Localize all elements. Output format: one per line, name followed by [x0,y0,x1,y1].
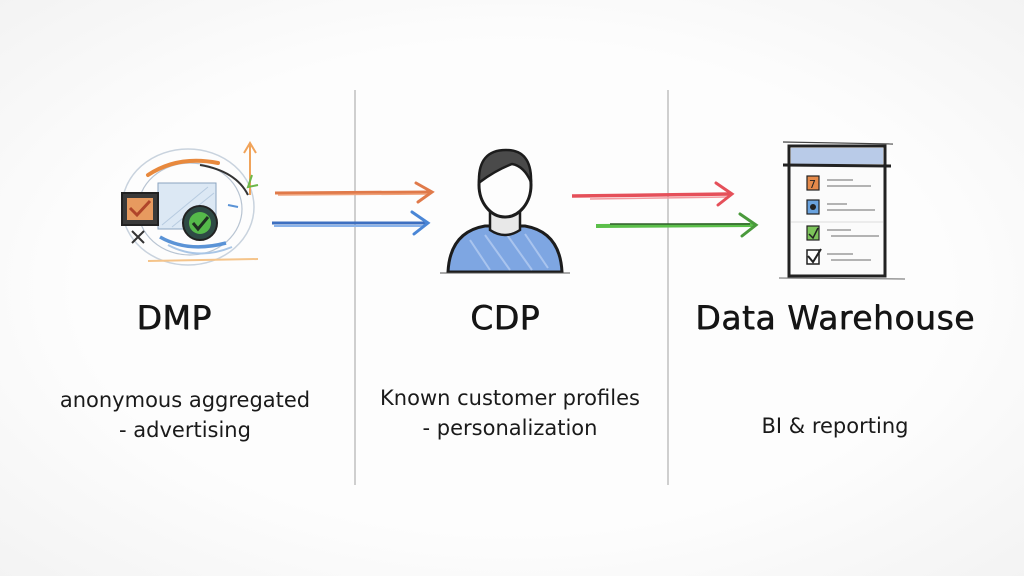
warehouse-description: BI & reporting [700,411,970,441]
arrow-cdp-to-warehouse [571,181,759,238]
blue-arrow [272,210,431,236]
orange-arrow [274,181,435,204]
cdp-description: Known customer profiles - personalizatio… [360,383,660,443]
person-profile-icon [440,148,570,274]
cdp-description-line-1: Known customer profiles [380,386,640,410]
dmp-title: DMP [136,298,212,337]
dmp-description-line-1: anonymous aggregated [59,388,311,412]
dmp-description: anonymous aggregated - advertising [40,385,330,445]
cdp-description-line-2: - personalization [422,416,598,440]
red-arrow [571,181,735,207]
arrow-dmp-to-cdp [272,181,435,236]
dmp-description-line-2: - advertising [119,418,251,442]
column-divider-1 [354,90,356,485]
report-checklist-icon: 7 [778,141,906,280]
circular-data-flow-icon [121,141,259,266]
cdp-title: CDP [470,298,540,337]
warehouse-description-line-1: BI & reporting [761,414,909,438]
svg-text:7: 7 [809,178,816,191]
green-arrow [595,212,759,238]
warehouse-title: Data Warehouse [695,298,975,337]
column-divider-2 [667,90,669,485]
